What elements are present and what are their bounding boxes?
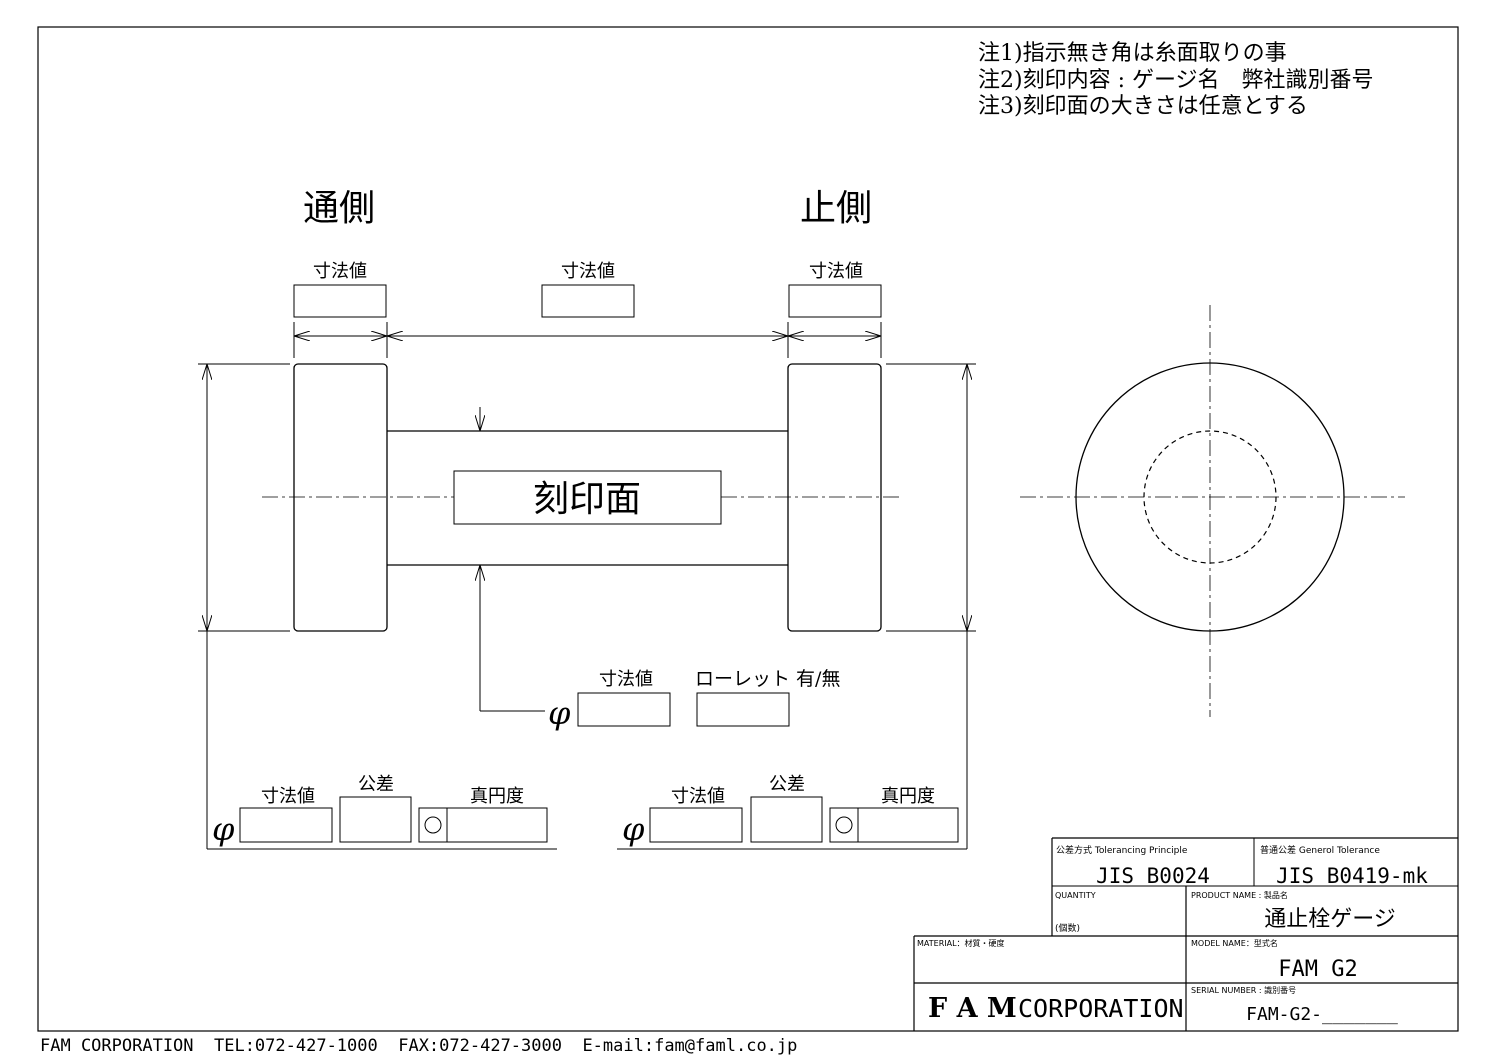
neck-diameter-circle — [1143, 430, 1277, 564]
go-end-body — [293, 363, 388, 632]
drawing-frame — [37, 26, 1459, 1032]
product-name-value: 通止栓ゲージ — [1264, 907, 1396, 932]
roundness-box-nogo[interactable] — [857, 807, 959, 843]
general-tolerance-label: 普通公差 Generol Tolerance — [1260, 844, 1380, 856]
quantity-sub-label: (個数) — [1055, 922, 1080, 934]
vertical-dimensions — [198, 363, 976, 850]
note-2: 注2)刻印内容 : ゲージ名 弊社識別番号 — [978, 68, 1374, 93]
footer-contact: FAM CORPORATION TEL:072-427-1000 FAX:072… — [40, 1036, 798, 1056]
roundness-box-go[interactable] — [446, 807, 548, 843]
phi-symbol-neck: φ — [548, 694, 571, 732]
go-side-heading: 通側 — [303, 188, 375, 229]
general-tolerance-value: JIS B0419-mk — [1276, 864, 1428, 888]
product-name-label: PRODUCT NAME : 製品名 — [1191, 890, 1288, 900]
serial-number-value: FAM-G2-_______ — [1246, 1004, 1398, 1025]
engrave-surface-label: 刻印面 — [533, 479, 641, 520]
model-name-value: FAM G2 — [1278, 957, 1357, 982]
company-logo-rest: CORPORATION — [1018, 994, 1184, 1023]
horizontal-dimensions — [293, 322, 882, 358]
top-dimension-group: 寸法値 寸法値 寸法値 — [293, 261, 882, 318]
dim-box-neck-length[interactable] — [541, 284, 635, 318]
knurl-label: ローレット 有/無 — [695, 668, 840, 690]
dim-box-neck-diameter[interactable] — [577, 692, 671, 727]
nogo-side-heading: 止側 — [800, 188, 872, 229]
title-block — [913, 837, 1458, 1031]
material-label: MATERIAL：材質・硬度 — [917, 938, 1005, 948]
dim-label-neck-diameter: 寸法値 — [599, 669, 653, 690]
tolerance-label-go: 公差 — [358, 774, 394, 795]
roundness-icon-nogo — [835, 816, 853, 834]
tolerance-label-nogo: 公差 — [769, 774, 805, 795]
dim-box-nogo-diameter[interactable] — [649, 807, 743, 843]
gauge-side-view — [293, 363, 882, 632]
note-3: 注3)刻印面の大きさは任意とする — [978, 94, 1308, 119]
roundness-label-go: 真円度 — [470, 786, 524, 807]
dim-label-neck-length: 寸法値 — [561, 261, 615, 282]
tolerancing-principle-value: JIS B0024 — [1096, 864, 1210, 888]
company-logo-bold: F A M — [928, 993, 1017, 1024]
nogo-diameter-callout: φ 寸法値 公差 真円度 — [622, 774, 959, 848]
roundness-label-nogo: 真円度 — [881, 786, 935, 807]
gauge-end-view — [1020, 305, 1405, 717]
dim-label-go-width: 寸法値 — [313, 261, 367, 282]
engrave-surface-box — [453, 470, 722, 525]
serial-number-label: SERIAL NUMBER : 識別番号 — [1191, 985, 1296, 995]
tolerance-box-go[interactable] — [339, 796, 412, 843]
phi-symbol-go: φ — [212, 810, 235, 848]
note-1: 注1)指示無き角は糸面取りの事 — [978, 41, 1287, 66]
dim-box-go-width[interactable] — [293, 284, 387, 318]
dim-label-nogo-width: 寸法値 — [809, 261, 863, 282]
nogo-end-body — [787, 363, 882, 632]
dim-box-nogo-width[interactable] — [788, 284, 882, 318]
go-diameter-callout: φ 寸法値 公差 真円度 — [212, 774, 548, 848]
phi-symbol-nogo: φ — [622, 810, 645, 848]
roundness-icon-go — [424, 816, 442, 834]
model-name-label: MODEL NAME：型式名 — [1191, 938, 1278, 948]
notes: 注1)指示無き角は糸面取りの事 注2)刻印内容 : ゲージ名 弊社識別番号 注3… — [978, 41, 1374, 119]
dim-box-go-diameter[interactable] — [239, 807, 333, 843]
knurl-box[interactable] — [696, 692, 790, 727]
tolerancing-principle-label: 公差方式 Tolerancing Principle — [1056, 844, 1188, 856]
dim-label-go-diameter: 寸法値 — [261, 786, 315, 807]
neck-diameter-callout: φ 寸法値 ローレット 有/無 — [548, 668, 840, 732]
dim-label-nogo-diameter: 寸法値 — [671, 786, 725, 807]
tolerance-box-nogo[interactable] — [750, 796, 823, 843]
quantity-label: QUANTITY — [1055, 891, 1096, 900]
outer-diameter-circle — [1075, 362, 1345, 632]
